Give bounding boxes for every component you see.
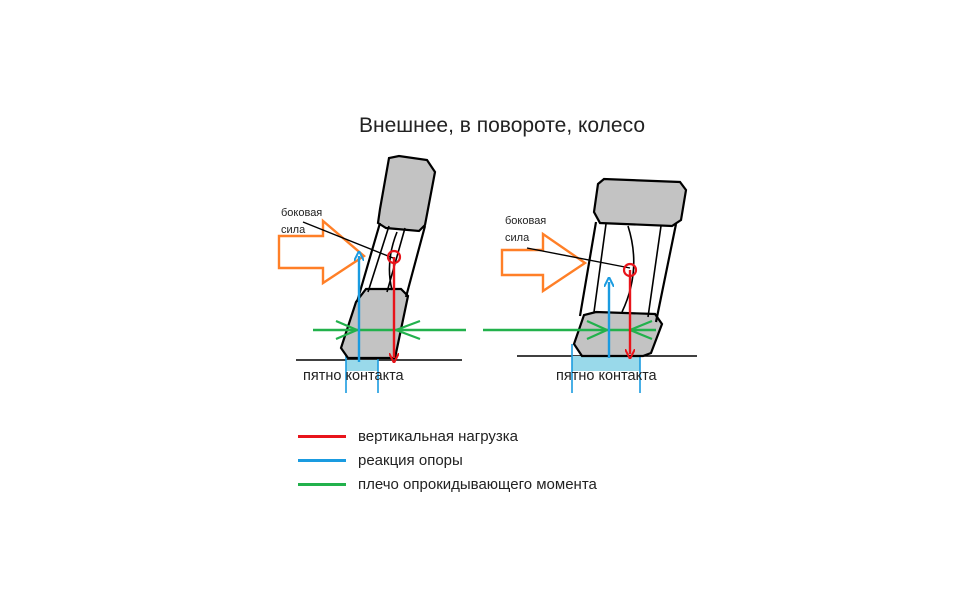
legend-label: реакция опоры — [358, 451, 463, 469]
right-hub — [621, 225, 635, 313]
right-contact-patch — [572, 356, 640, 371]
legend-item-vertical-load: вертикальная нагрузка — [298, 424, 597, 448]
diagram-title: Внешнее, в повороте, колесо — [358, 114, 645, 137]
right-moment-arrow-a — [586, 319, 610, 341]
right-rim — [593, 223, 662, 318]
left-tire-lower — [339, 287, 410, 360]
legend-item-support-reaction: реакция опоры — [298, 448, 597, 472]
legend-swatch-red — [298, 434, 346, 438]
left-tire-side-l — [355, 222, 382, 303]
legend-swatch-blue — [298, 458, 346, 462]
legend: вертикальная нагрузка реакция опоры плеч… — [298, 424, 597, 496]
right-side-force-leader — [526, 247, 631, 269]
left-tire-upper — [376, 154, 437, 233]
right-side-force-arrow — [500, 231, 588, 294]
legend-item-moment-arm: плечо опрокидывающего момента — [298, 472, 597, 496]
left-side-force-leader — [302, 221, 394, 259]
legend-label: вертикальная нагрузка — [358, 427, 519, 445]
left-contact-patch — [346, 360, 378, 371]
right-tire-side-l — [578, 221, 598, 317]
left-contact-patch-label: пятно контакта — [303, 368, 404, 384]
left-wheel — [277, 154, 466, 393]
legend-label: плечо опрокидывающего момента — [358, 475, 597, 493]
left-moment-arrow-b — [392, 319, 421, 341]
right-wheel — [483, 177, 697, 393]
right-tire-upper — [592, 177, 688, 228]
right-tire-side-r — [654, 223, 678, 323]
legend-swatch-green — [298, 482, 346, 486]
left-side-force-label: боковая сила — [281, 207, 323, 236]
left-moment-arrow-a — [335, 319, 360, 341]
right-contact-patch-label: пятно контакта — [556, 368, 657, 384]
right-side-force-label: боковая сила — [505, 215, 547, 244]
right-tire-lower — [572, 310, 664, 358]
left-side-force-arrow — [277, 218, 366, 286]
left-tire-side-r — [404, 225, 427, 298]
